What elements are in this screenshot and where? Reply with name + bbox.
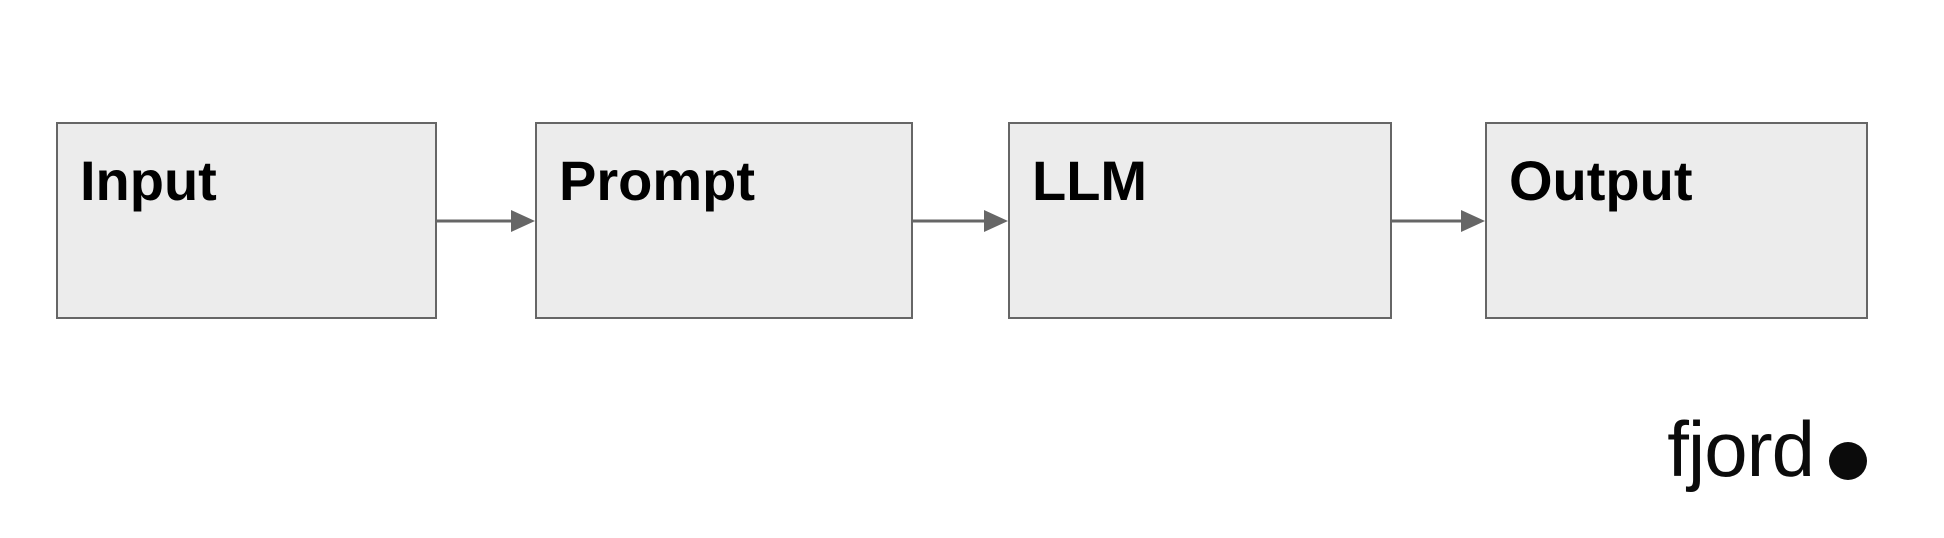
fjord-logo-dot-icon xyxy=(1829,442,1867,480)
node-llm: LLM xyxy=(1008,122,1392,319)
node-prompt-label: Prompt xyxy=(559,149,755,212)
node-input: Input xyxy=(56,122,437,319)
fjord-logo-text: fjord xyxy=(1667,405,1815,493)
fjord-logo: fjord xyxy=(1667,410,1867,498)
node-output: Output xyxy=(1485,122,1868,319)
node-llm-label: LLM xyxy=(1032,149,1148,212)
arrow-input-to-prompt xyxy=(437,210,535,232)
arrow-prompt-to-llm xyxy=(913,210,1008,232)
node-input-label: Input xyxy=(80,149,217,212)
node-prompt: Prompt xyxy=(535,122,913,319)
node-output-label: Output xyxy=(1509,149,1693,212)
arrow-llm-to-output xyxy=(1392,210,1485,232)
